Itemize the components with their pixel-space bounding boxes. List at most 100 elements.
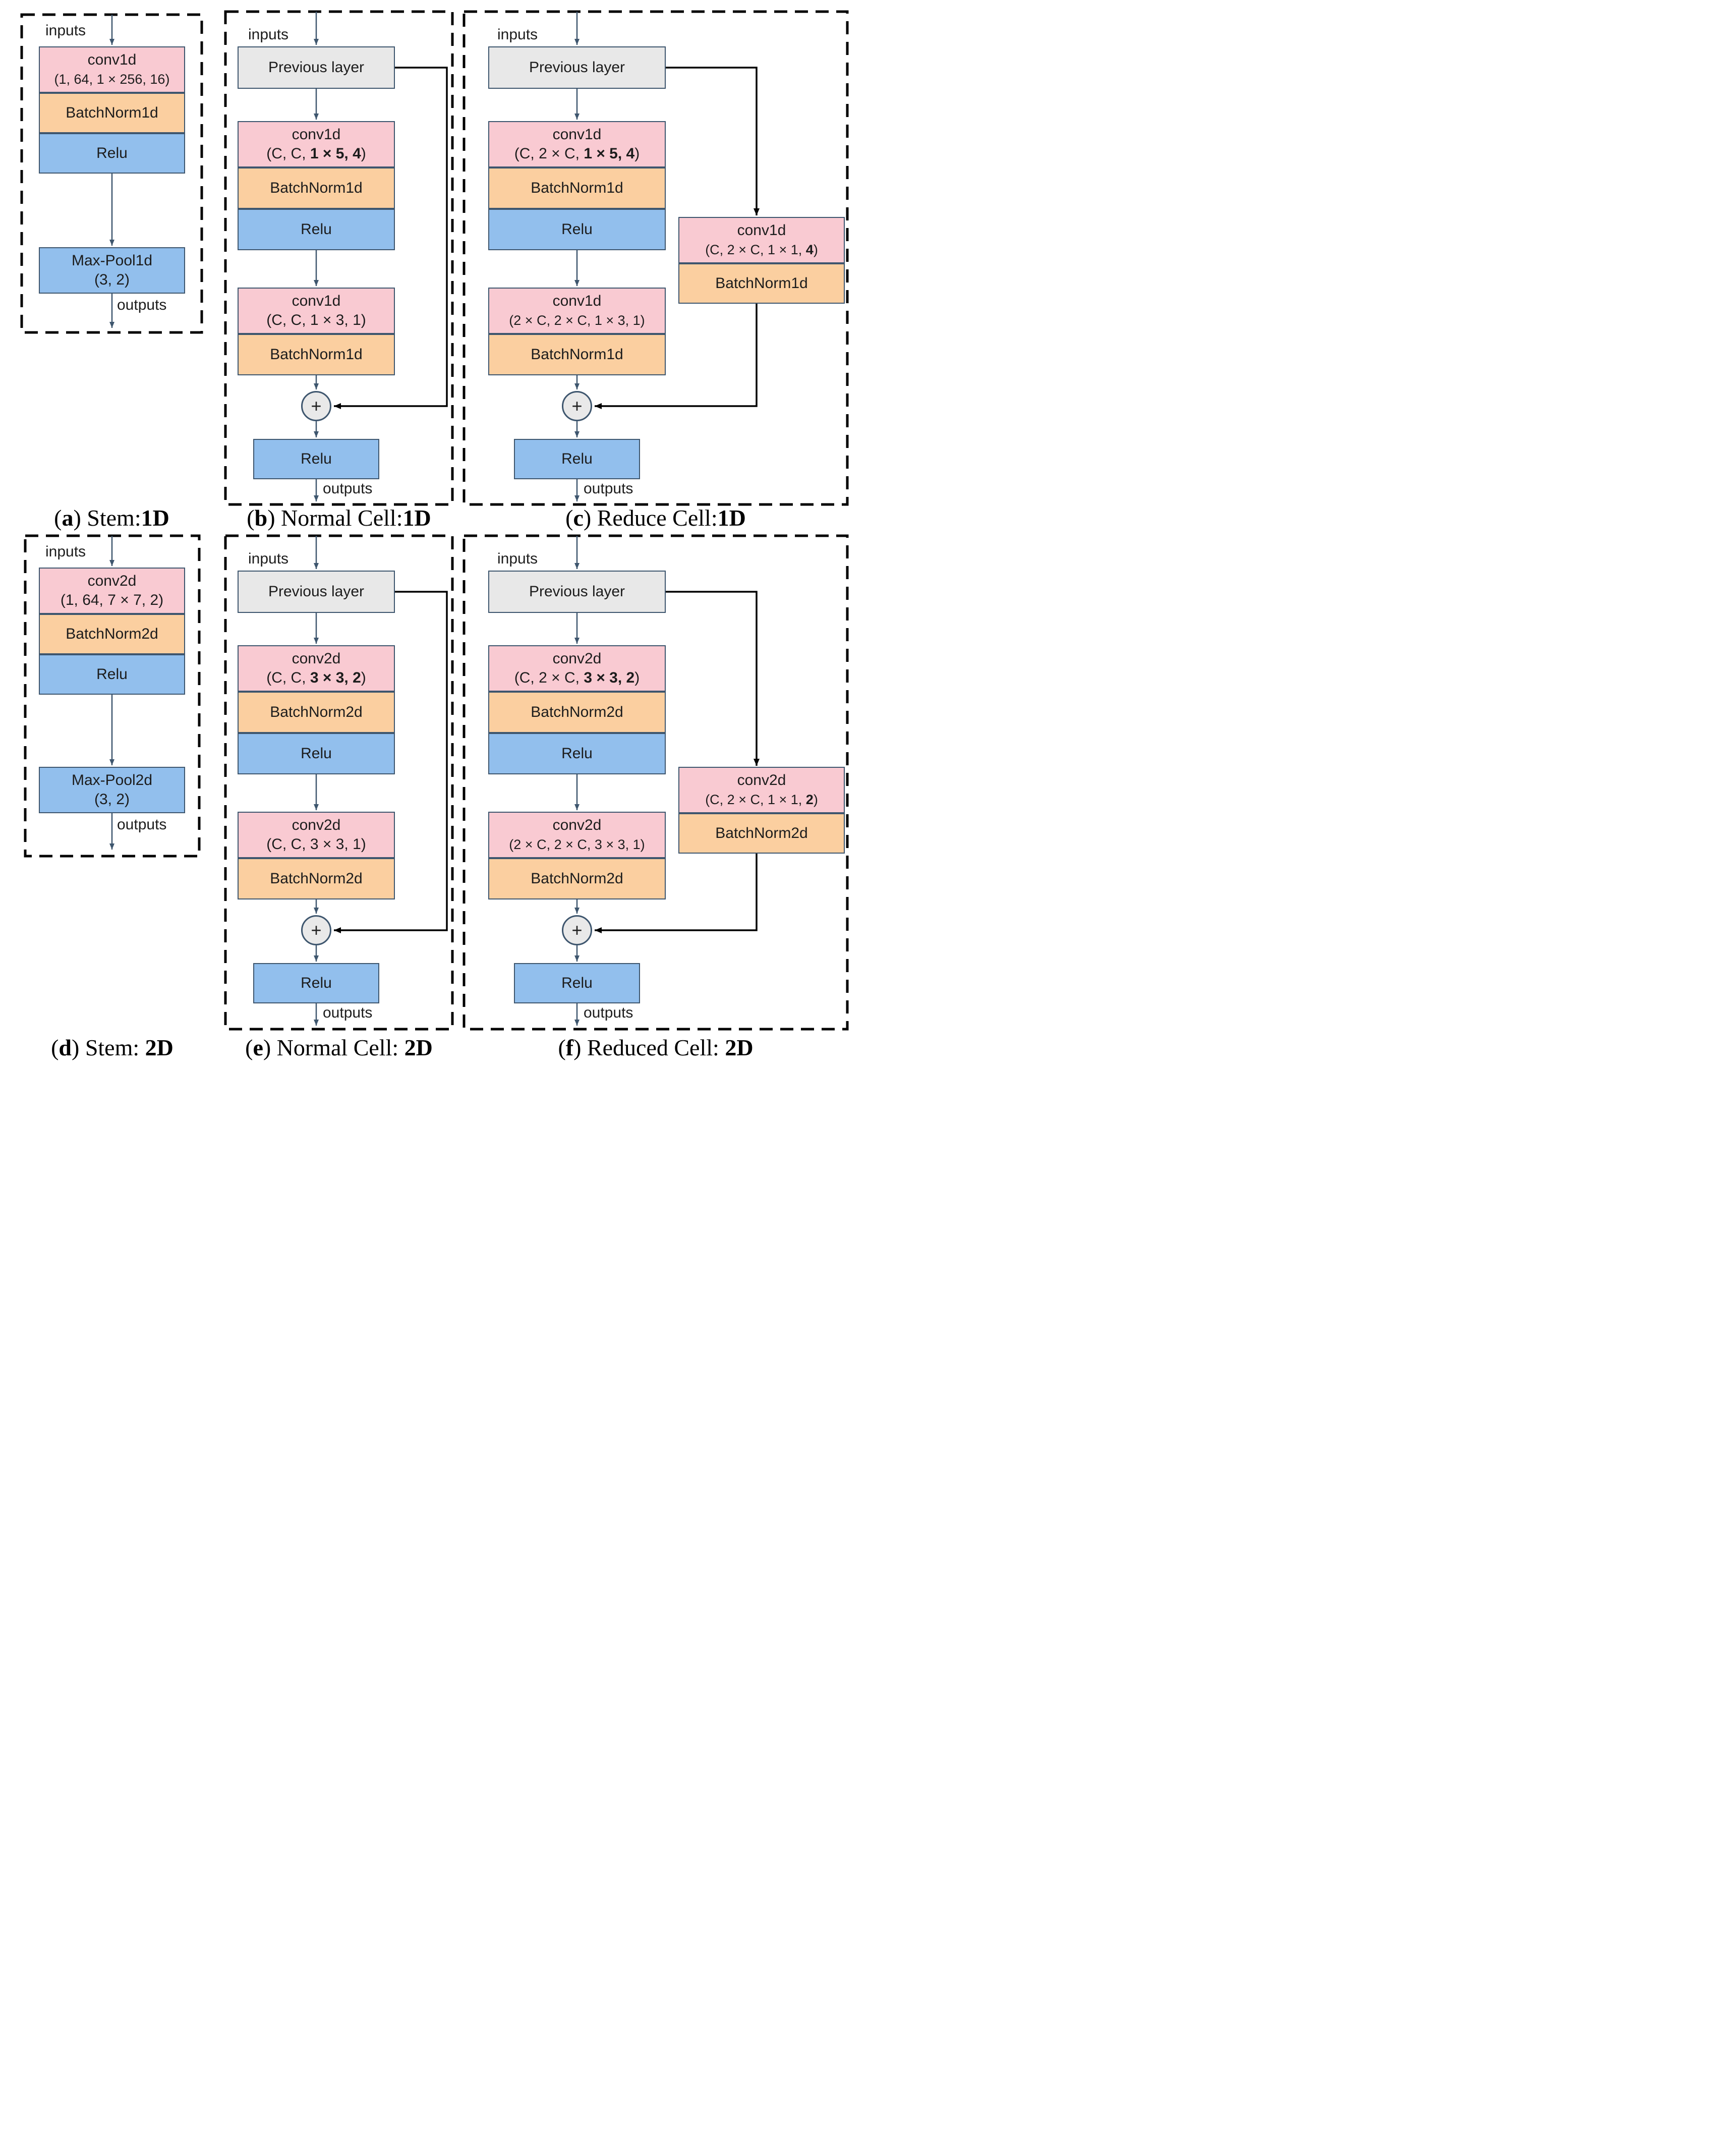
block-title: Relu <box>96 666 128 683</box>
block-title: Relu <box>301 745 332 762</box>
caption-text: ( <box>565 505 573 531</box>
side-conv-block: conv1d (C, 2 × C, 1 × 1, 4) <box>678 217 845 263</box>
panel-b-border <box>224 10 454 506</box>
batchnorm-block: BatchNorm1d <box>488 334 666 375</box>
block-params: (C, 2 × C, 3 × 3, 2) <box>514 668 640 688</box>
side-batchnorm-block: BatchNorm1d <box>678 263 845 304</box>
caption-d: (d) Stem: 2D <box>25 1034 199 1061</box>
block-title: conv2d <box>552 817 602 833</box>
block-title: Previous layer <box>268 583 365 600</box>
block-params: (C, 2 × C, 1 × 1, 4) <box>705 240 818 259</box>
block-title: BatchNorm2d <box>531 704 623 720</box>
params-post: ) <box>813 242 818 257</box>
block-title: BatchNorm1d <box>531 346 623 363</box>
relu-block: Relu <box>514 963 640 1003</box>
inputs-label: inputs <box>497 550 538 567</box>
batchnorm-block: BatchNorm2d <box>238 858 395 899</box>
batchnorm-block: BatchNorm1d <box>238 167 395 209</box>
batchnorm-block: BatchNorm2d <box>488 692 666 733</box>
inputs-label: inputs <box>45 543 86 560</box>
block-title: BatchNorm1d <box>270 346 363 363</box>
caption-letter: b <box>254 505 268 531</box>
caption-dim: 1D <box>141 505 169 531</box>
block-title: BatchNorm2d <box>270 870 363 887</box>
params-pre: (C, 2 × C, <box>514 669 584 686</box>
caption-dim: 2D <box>145 1035 173 1060</box>
caption-text: ( <box>54 505 62 531</box>
params-bold: 3 × 3, 2 <box>584 669 635 686</box>
block-title: conv2d <box>552 650 602 667</box>
block-title: Previous layer <box>268 59 365 76</box>
block-title: conv1d <box>292 293 341 309</box>
conv-block: conv2d (1, 64, 7 × 7, 2) <box>39 568 185 614</box>
relu-block: Relu <box>488 209 666 250</box>
block-params: (C, 2 × C, 1 × 5, 4) <box>514 144 640 163</box>
block-title: conv2d <box>737 772 786 788</box>
caption-e: (e) Normal Cell: 2D <box>225 1034 452 1061</box>
block-title: conv1d <box>87 51 137 68</box>
block-title: conv1d <box>552 293 602 309</box>
caption-f: (f) Reduced Cell: 2D <box>464 1034 847 1061</box>
relu-block: Relu <box>238 733 395 774</box>
connector-layer <box>20 10 849 1031</box>
block-title: Max-Pool2d <box>71 772 153 788</box>
inputs-label: inputs <box>45 22 86 39</box>
block-params: (1, 64, 7 × 7, 2) <box>60 592 164 608</box>
block-title: Relu <box>96 145 128 161</box>
relu-block: Relu <box>39 133 185 174</box>
block-params: (C, C, 3 × 3, 2) <box>266 668 366 688</box>
params-bold: 1 × 5, 4 <box>584 145 635 162</box>
outputs-label: outputs <box>323 480 373 497</box>
batchnorm-block: BatchNorm1d <box>238 334 395 375</box>
caption-letter: d <box>59 1035 72 1060</box>
maxpool-block: Max-Pool2d (3, 2) <box>39 767 185 813</box>
block-params: (1, 64, 1 × 256, 16) <box>54 72 170 87</box>
previous-layer-block: Previous layer <box>488 571 666 613</box>
params-bold: 4 <box>805 242 814 257</box>
caption-text: ) Stem: <box>73 505 141 531</box>
side-conv-block: conv2d (C, 2 × C, 1 × 1, 2) <box>678 767 845 813</box>
caption-b: (b) Normal Cell:1D <box>225 504 452 531</box>
block-title: conv2d <box>292 817 341 833</box>
block-params: (C, C, 1 × 3, 1) <box>266 312 366 328</box>
relu-block: Relu <box>514 439 640 479</box>
panel-e-border <box>224 534 454 1031</box>
add-node: + <box>301 915 331 945</box>
add-node: + <box>562 915 592 945</box>
batchnorm-block: BatchNorm1d <box>39 93 185 133</box>
outputs-label: outputs <box>584 480 633 497</box>
inputs-label: inputs <box>497 26 538 43</box>
params-post: ) <box>634 145 640 162</box>
conv-block: conv1d (C, C, 1 × 3, 1) <box>238 288 395 334</box>
outputs-label: outputs <box>584 1004 633 1021</box>
caption-letter: e <box>253 1035 263 1060</box>
caption-dim: 1D <box>402 505 431 531</box>
conv-block: conv2d (2 × C, 2 × C, 3 × 3, 1) <box>488 812 666 858</box>
caption-text: ( <box>51 1035 59 1060</box>
block-title: Max-Pool1d <box>71 252 153 269</box>
caption-dim: 2D <box>404 1035 433 1060</box>
caption-text: ) Reduced Cell: <box>573 1035 725 1060</box>
block-title: Previous layer <box>529 583 625 600</box>
caption-letter: a <box>62 505 74 531</box>
previous-layer-block: Previous layer <box>488 46 666 89</box>
block-params: (C, 2 × C, 1 × 1, 2) <box>705 790 818 809</box>
batchnorm-block: BatchNorm2d <box>238 692 395 733</box>
params-post: ) <box>361 669 366 686</box>
block-title: Relu <box>561 745 593 762</box>
relu-block: Relu <box>253 963 379 1003</box>
block-title: BatchNorm1d <box>531 180 623 196</box>
previous-layer-block: Previous layer <box>238 46 395 89</box>
block-title: BatchNorm2d <box>715 825 808 841</box>
conv-block: conv1d (C, C, 1 × 5, 4) <box>238 121 395 167</box>
batchnorm-block: BatchNorm2d <box>39 614 185 654</box>
params-post: ) <box>634 669 640 686</box>
block-title: conv2d <box>292 650 341 667</box>
add-node: + <box>562 391 592 421</box>
block-title: BatchNorm2d <box>270 704 363 720</box>
batchnorm-block: BatchNorm1d <box>488 167 666 209</box>
inputs-label: inputs <box>248 26 289 43</box>
block-params: (3, 2) <box>94 271 130 288</box>
conv-block: conv2d (C, C, 3 × 3, 2) <box>238 645 395 692</box>
panel-c-border <box>462 10 849 506</box>
